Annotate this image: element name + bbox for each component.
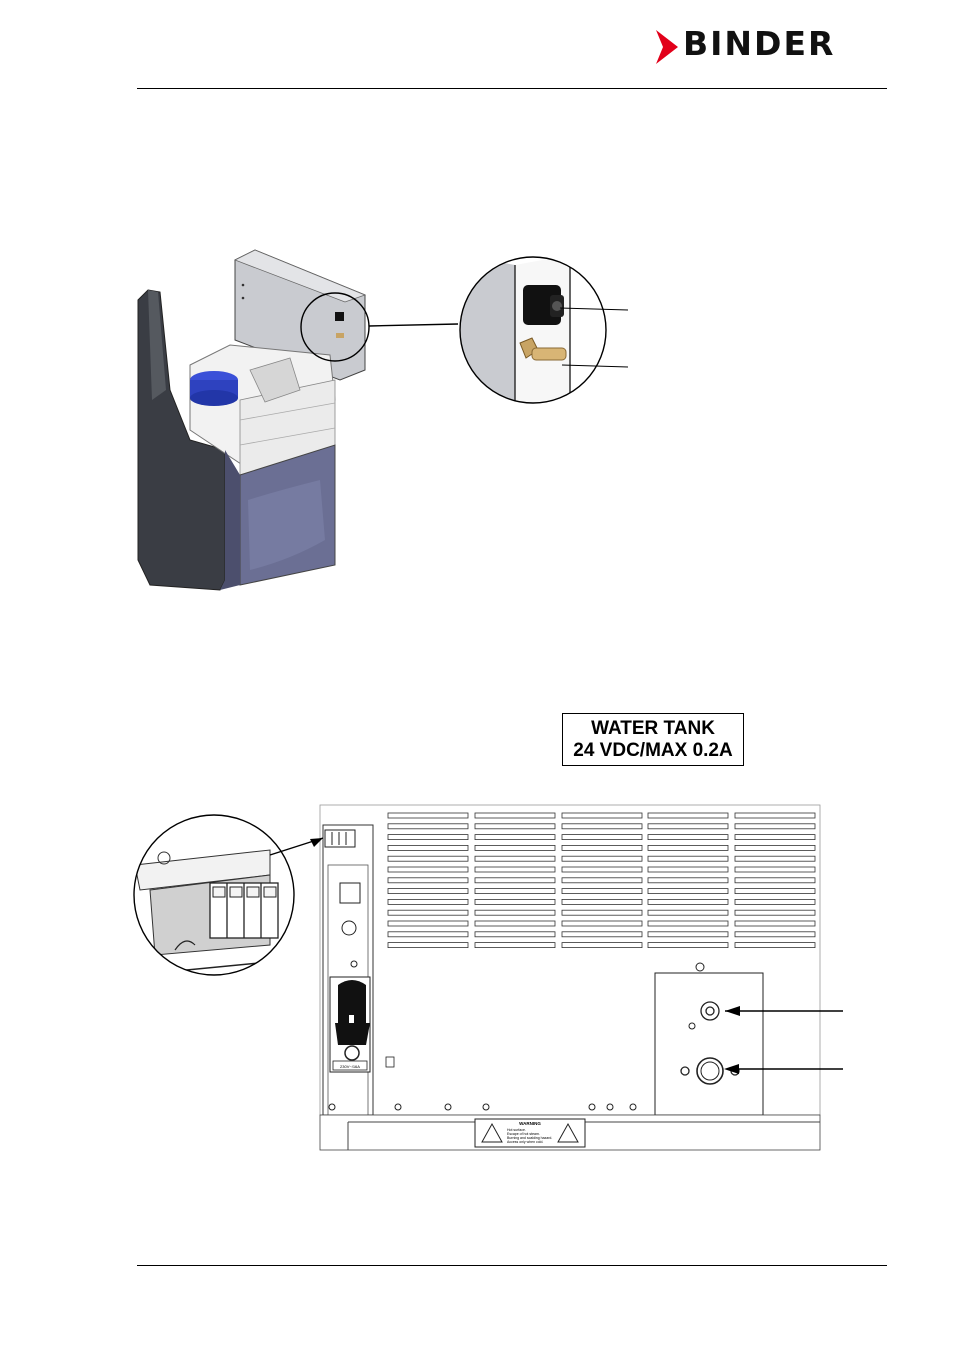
vent-slot — [734, 823, 816, 830]
vent-slot — [387, 834, 469, 840]
water-tank-label: WATER TANK 24 VDC/MAX 0.2A — [562, 713, 744, 766]
vent-slot — [647, 899, 729, 905]
vent-slot — [387, 845, 469, 851]
vent-slot — [647, 877, 729, 884]
brand-mark-icon — [656, 30, 678, 64]
footer-rule — [137, 1265, 887, 1266]
vent-slot — [387, 812, 469, 819]
vent-slot — [647, 920, 729, 927]
vent-slot — [474, 845, 556, 851]
vent-slot — [474, 855, 556, 862]
vent-slot — [474, 834, 556, 840]
vent-slot — [474, 920, 556, 927]
vent-slot — [734, 866, 816, 873]
vent-slot — [387, 920, 469, 927]
brand-logo: BINDER — [653, 24, 888, 66]
vent-slot — [561, 866, 643, 873]
vent-slot — [474, 942, 556, 949]
vent-slot — [387, 855, 469, 862]
vent-slot — [474, 899, 556, 905]
vent-slot — [387, 866, 469, 873]
vent-slot — [647, 845, 729, 851]
vent-slot — [474, 877, 556, 884]
vent-slot — [561, 823, 643, 830]
vent-slot — [561, 845, 643, 851]
vent-slot — [561, 834, 643, 840]
water-tank-label-line1: WATER TANK — [591, 717, 715, 739]
vent-slot — [561, 931, 643, 938]
vent-slot — [474, 888, 556, 894]
warning-title: WARNING — [519, 1121, 541, 1126]
water-tank-label-line2: 24 VDC/MAX 0.2A — [573, 739, 733, 761]
warning-line-1: Hot surface. — [507, 1128, 526, 1132]
vent-slot — [561, 888, 643, 894]
vent-slot — [387, 931, 469, 938]
water-tank-compartment-illustration — [137, 249, 629, 591]
vent-slot — [647, 834, 729, 840]
vent-slot — [734, 855, 816, 862]
vent-slot — [734, 845, 816, 851]
vent-slot — [474, 823, 556, 830]
vent-slot — [734, 942, 816, 949]
vent-slot — [387, 942, 469, 949]
vent-slot — [561, 812, 643, 819]
vent-slot — [561, 909, 643, 916]
vent-slot — [387, 888, 469, 894]
power-rating-text: 230V~/16A — [340, 1064, 360, 1069]
warning-line-2: Escape of hot steam. — [507, 1132, 540, 1136]
vent-slot — [387, 823, 469, 830]
vent-slot — [474, 909, 556, 916]
vent-slot — [734, 888, 816, 894]
brand-name: BINDER — [683, 24, 836, 63]
warning-line-3: Burning and scalding hazard. — [507, 1136, 552, 1140]
vent-slot — [734, 920, 816, 927]
vent-slot — [474, 812, 556, 819]
vent-slot — [647, 931, 729, 938]
vent-slot — [734, 812, 816, 819]
vent-slot — [561, 899, 643, 905]
vent-slot — [734, 931, 816, 938]
vent-slot — [561, 920, 643, 927]
vent-slot — [734, 877, 816, 884]
rear-panel-illustration: 230V~/16A WARNING Hot surface. Escape of… — [133, 804, 843, 1151]
vent-slot — [647, 866, 729, 873]
vent-slot — [734, 899, 816, 905]
vent-slot — [734, 834, 816, 840]
vent-slot — [647, 942, 729, 949]
vent-slot — [387, 899, 469, 905]
vent-slot — [647, 855, 729, 862]
vent-grid — [387, 812, 816, 949]
vent-slot — [647, 823, 729, 830]
vent-slot — [734, 909, 816, 916]
vent-slot — [647, 909, 729, 916]
warning-line-4: Access only when cold. — [507, 1140, 543, 1144]
vent-slot — [474, 931, 556, 938]
vent-slot — [561, 855, 643, 862]
vent-slot — [387, 909, 469, 916]
vent-slot — [647, 812, 729, 819]
vent-slot — [561, 942, 643, 949]
header-rule — [137, 88, 887, 89]
vent-slot — [474, 866, 556, 873]
vent-slot — [561, 877, 643, 884]
vent-slot — [647, 888, 729, 894]
vent-slot — [387, 877, 469, 884]
